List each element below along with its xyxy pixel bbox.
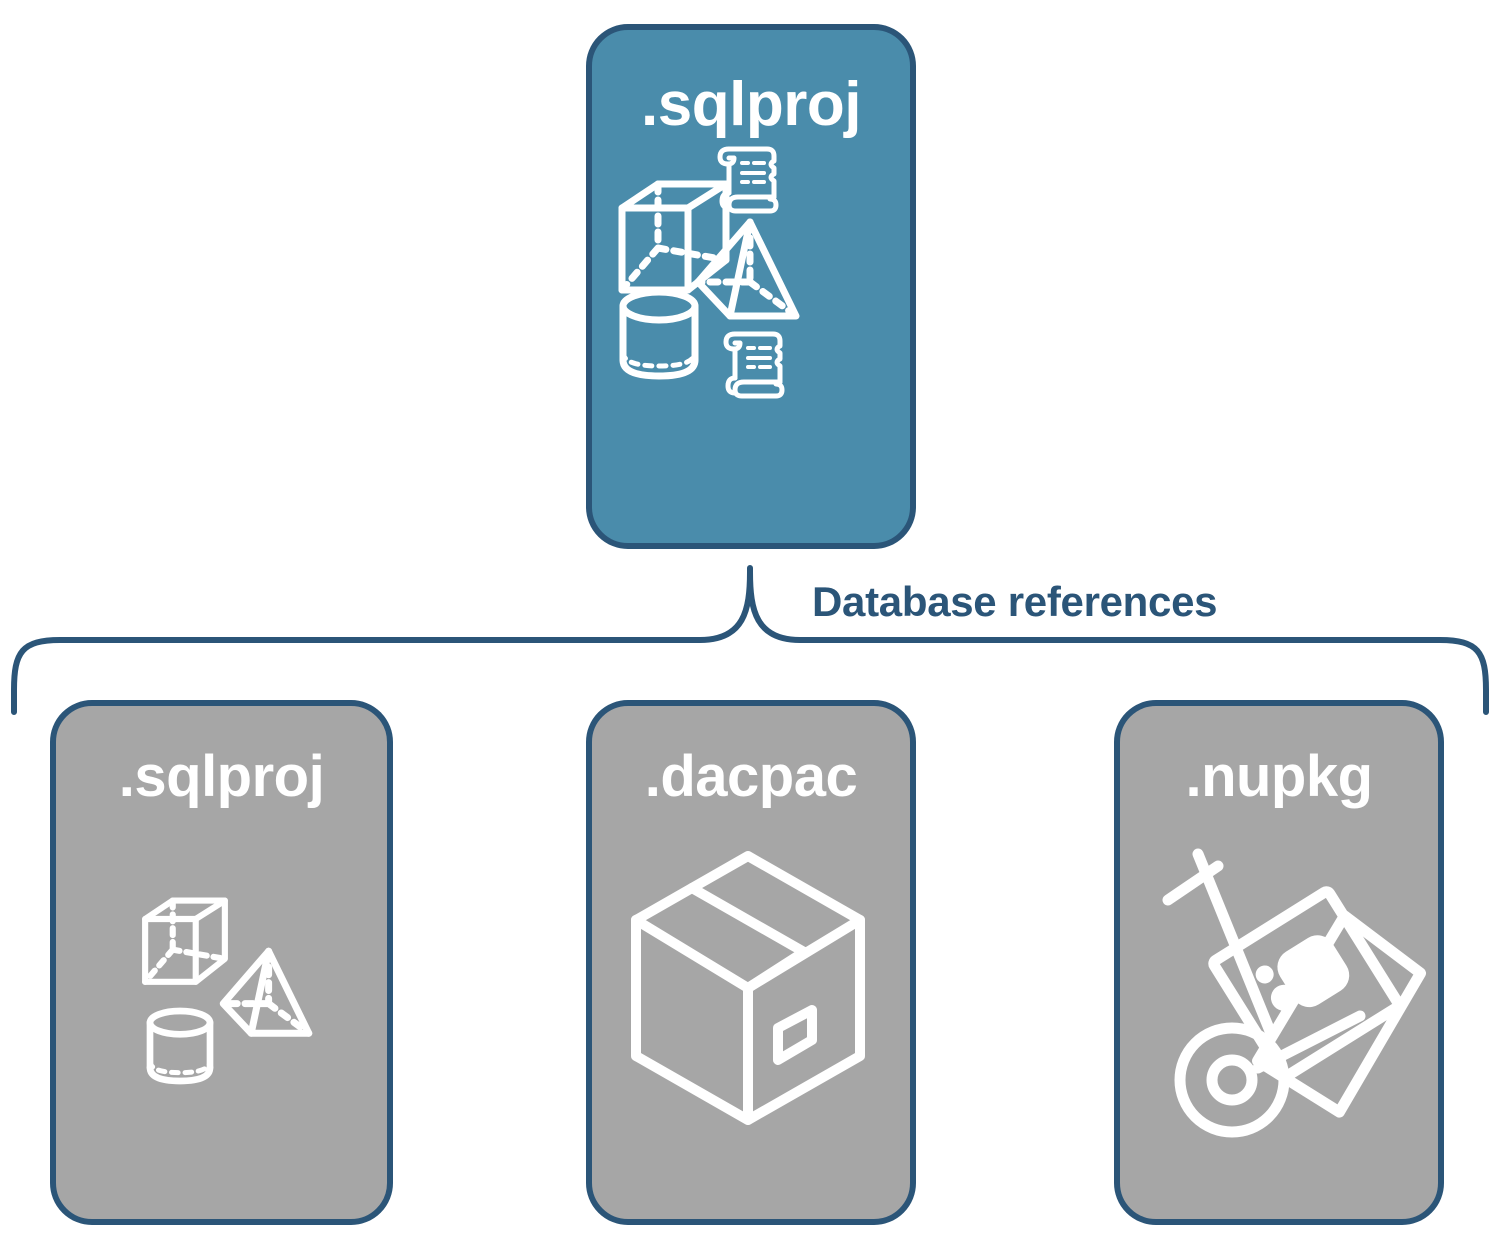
cylinder-wireframe-icon bbox=[619, 288, 699, 380]
node-reference-nupkg-title: .nupkg bbox=[1185, 744, 1373, 809]
node-reference-nupkg[interactable]: .nupkg bbox=[1114, 700, 1444, 1225]
node-reference-sqlproj-title: .sqlproj bbox=[118, 744, 325, 809]
scroll-script-icon bbox=[723, 331, 785, 399]
shipping-box-icon bbox=[631, 851, 865, 1125]
node-root-sqlproj[interactable]: .sqlproj bbox=[586, 24, 916, 549]
node-root-icon-area bbox=[592, 136, 910, 543]
scroll-script-icon bbox=[717, 146, 779, 214]
node-reference-sqlproj-icon-area bbox=[56, 806, 387, 1219]
pyramid-wireframe-icon bbox=[219, 947, 313, 1037]
connector-label: Database references bbox=[812, 578, 1218, 625]
node-reference-nupkg-icon-area bbox=[1120, 806, 1438, 1219]
connector-brace bbox=[11, 565, 1489, 715]
node-reference-dacpac[interactable]: .dacpac bbox=[586, 700, 916, 1225]
pyramid-wireframe-icon bbox=[694, 218, 800, 320]
cube-wireframe-icon bbox=[142, 897, 228, 985]
nuget-package-icon bbox=[1208, 886, 1404, 1082]
node-root-title: .sqlproj bbox=[641, 70, 861, 139]
node-reference-sqlproj[interactable]: .sqlproj bbox=[50, 700, 393, 1225]
cylinder-wireframe-icon bbox=[146, 1007, 214, 1085]
node-reference-dacpac-title: .dacpac bbox=[644, 744, 858, 809]
node-reference-dacpac-icon-area bbox=[592, 806, 910, 1219]
